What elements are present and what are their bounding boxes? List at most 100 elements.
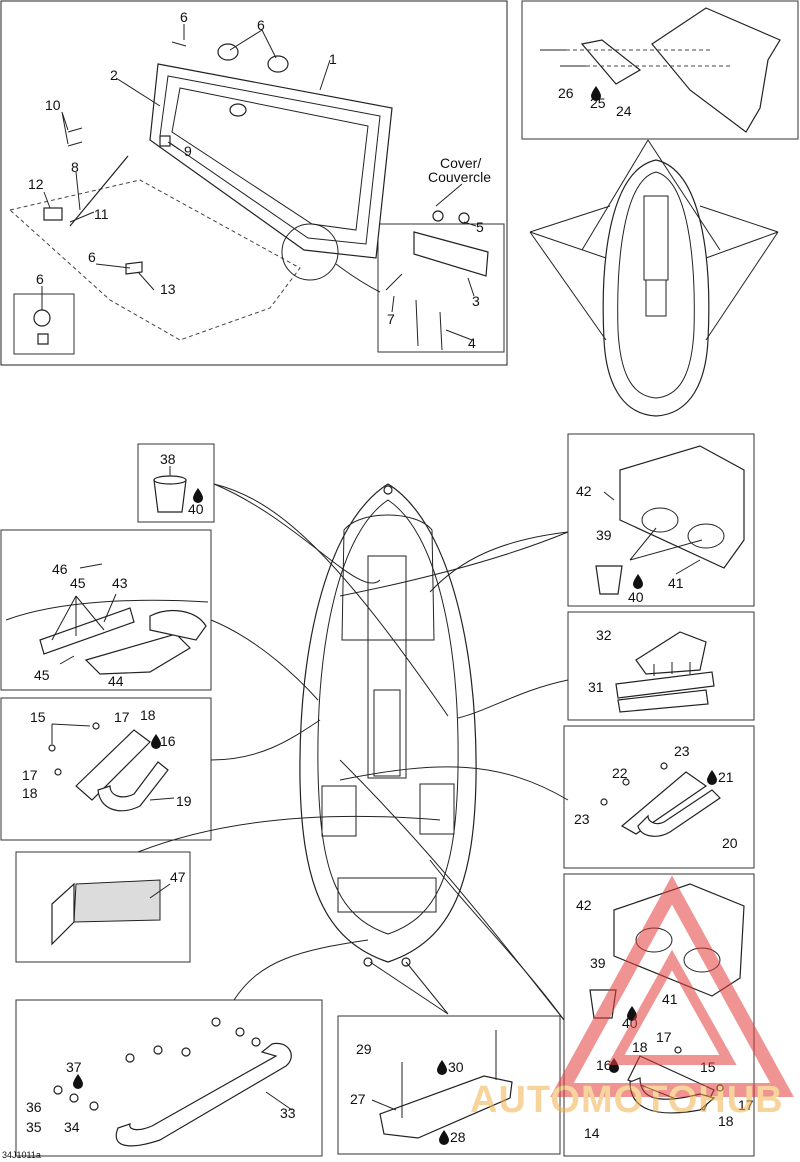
washer-23a — [600, 798, 608, 806]
callout-12: 12 — [28, 176, 44, 192]
screw-46 — [79, 563, 103, 569]
callout-34: 34 — [64, 1119, 80, 1135]
main-hull-deck — [317, 499, 459, 935]
mirror-body — [651, 7, 781, 133]
washer-17b — [92, 722, 100, 730]
drop-icon — [609, 1058, 619, 1073]
callout-11: 11 — [94, 206, 109, 222]
callout-21: 21 — [718, 769, 734, 785]
frame-cover-assembly — [0, 0, 508, 366]
detail-leader — [335, 263, 381, 293]
strut-bracket — [43, 207, 63, 221]
callout-41: 41 — [668, 575, 684, 591]
leader-33 — [265, 1091, 293, 1111]
callout-47: 47 — [170, 869, 186, 885]
callout-42: 42 — [576, 897, 592, 913]
small-hull-inner — [617, 171, 695, 399]
leader-19 — [149, 797, 175, 801]
nut-4 — [211, 1017, 221, 1027]
hinge-bracket-9 — [159, 135, 171, 147]
hull-leaders — [137, 483, 569, 1021]
callout-35: 35 — [26, 1119, 42, 1135]
callout-3: 3 — [472, 293, 480, 309]
callout-31: 31 — [588, 679, 604, 695]
callout-16: 16 — [160, 733, 176, 749]
callout-27: 27 — [350, 1091, 366, 1107]
drop-icon — [439, 1130, 449, 1145]
knob-detail-part — [33, 309, 51, 327]
drop-icon — [151, 734, 161, 749]
detail-circle — [281, 223, 339, 281]
storage-cover-drawing — [8, 41, 489, 351]
leader-43 — [103, 593, 117, 623]
mirror-axis — [566, 49, 730, 67]
callout-5: 5 — [476, 219, 484, 235]
leader-27 — [371, 1099, 397, 1111]
handle-33 — [115, 1042, 292, 1147]
screw-6 — [171, 41, 187, 47]
leader-47 — [149, 883, 171, 899]
callout-36: 36 — [26, 1099, 42, 1115]
cover-frame-outer — [149, 63, 393, 259]
leader-glove-box — [629, 527, 703, 561]
callout-6: 6 — [36, 271, 44, 287]
callout-30: 30 — [448, 1059, 464, 1075]
callout-32: 32 — [596, 627, 612, 643]
callout-46: 46 — [52, 561, 68, 577]
mirror-assembly — [540, 7, 781, 133]
leader-15a — [51, 723, 91, 744]
callout-17: 17 — [114, 709, 130, 725]
callout-37: 37 — [66, 1059, 82, 1075]
watermark-triangle-inner — [607, 949, 737, 1065]
cup-39a — [595, 565, 623, 595]
callout-40: 40 — [628, 589, 644, 605]
pad-21 — [620, 771, 708, 835]
screw-42a — [603, 491, 615, 501]
mat-edge — [51, 882, 75, 946]
callout-42: 42 — [576, 483, 592, 499]
nut-36 — [53, 1085, 63, 1095]
nut-3 — [181, 1047, 191, 1057]
mat-47 — [51, 879, 171, 946]
drop-icon — [193, 488, 203, 503]
footrest — [635, 631, 707, 675]
cover-latch-knob — [229, 103, 247, 117]
main-hull-platform — [337, 877, 437, 913]
small-hull-leaders — [529, 139, 779, 341]
grip-arrows — [653, 662, 691, 676]
leaders-top-left — [41, 24, 477, 341]
cover-window — [171, 87, 369, 231]
callout-28: 28 — [450, 1129, 466, 1145]
main-hull-console — [367, 555, 407, 779]
drop-icon — [591, 86, 601, 101]
rail-end — [149, 609, 207, 641]
knob-6b — [267, 55, 289, 73]
callout-17: 17 — [738, 1097, 754, 1113]
latch-13 — [125, 261, 143, 275]
watermark-triangle — [550, 875, 794, 1097]
washer-5b — [458, 212, 470, 224]
callout-23: 23 — [574, 811, 590, 827]
callout-16: 16 — [596, 1057, 612, 1073]
callout-10: 10 — [45, 97, 61, 113]
gas-strut — [69, 155, 129, 227]
callout-2: 2 — [110, 67, 118, 83]
hinge-plate-3 — [413, 231, 489, 277]
bow-eye — [383, 485, 393, 495]
nut-2 — [153, 1045, 163, 1055]
main-hull-footwell-right — [419, 783, 455, 835]
nut-6 — [251, 1037, 261, 1047]
leader-41a — [675, 559, 701, 575]
glove-box — [595, 445, 745, 595]
bracket-43 — [39, 607, 135, 655]
callout-24: 24 — [616, 103, 632, 119]
drop-icon — [437, 1060, 447, 1075]
callout-13: 13 — [160, 281, 176, 297]
main-hull-outer — [299, 483, 477, 963]
washer-22 — [622, 778, 630, 786]
main-hull-seat — [373, 689, 401, 777]
leader-45a — [51, 595, 105, 641]
callout-40: 40 — [188, 501, 204, 517]
small-hull-outer — [602, 159, 710, 417]
